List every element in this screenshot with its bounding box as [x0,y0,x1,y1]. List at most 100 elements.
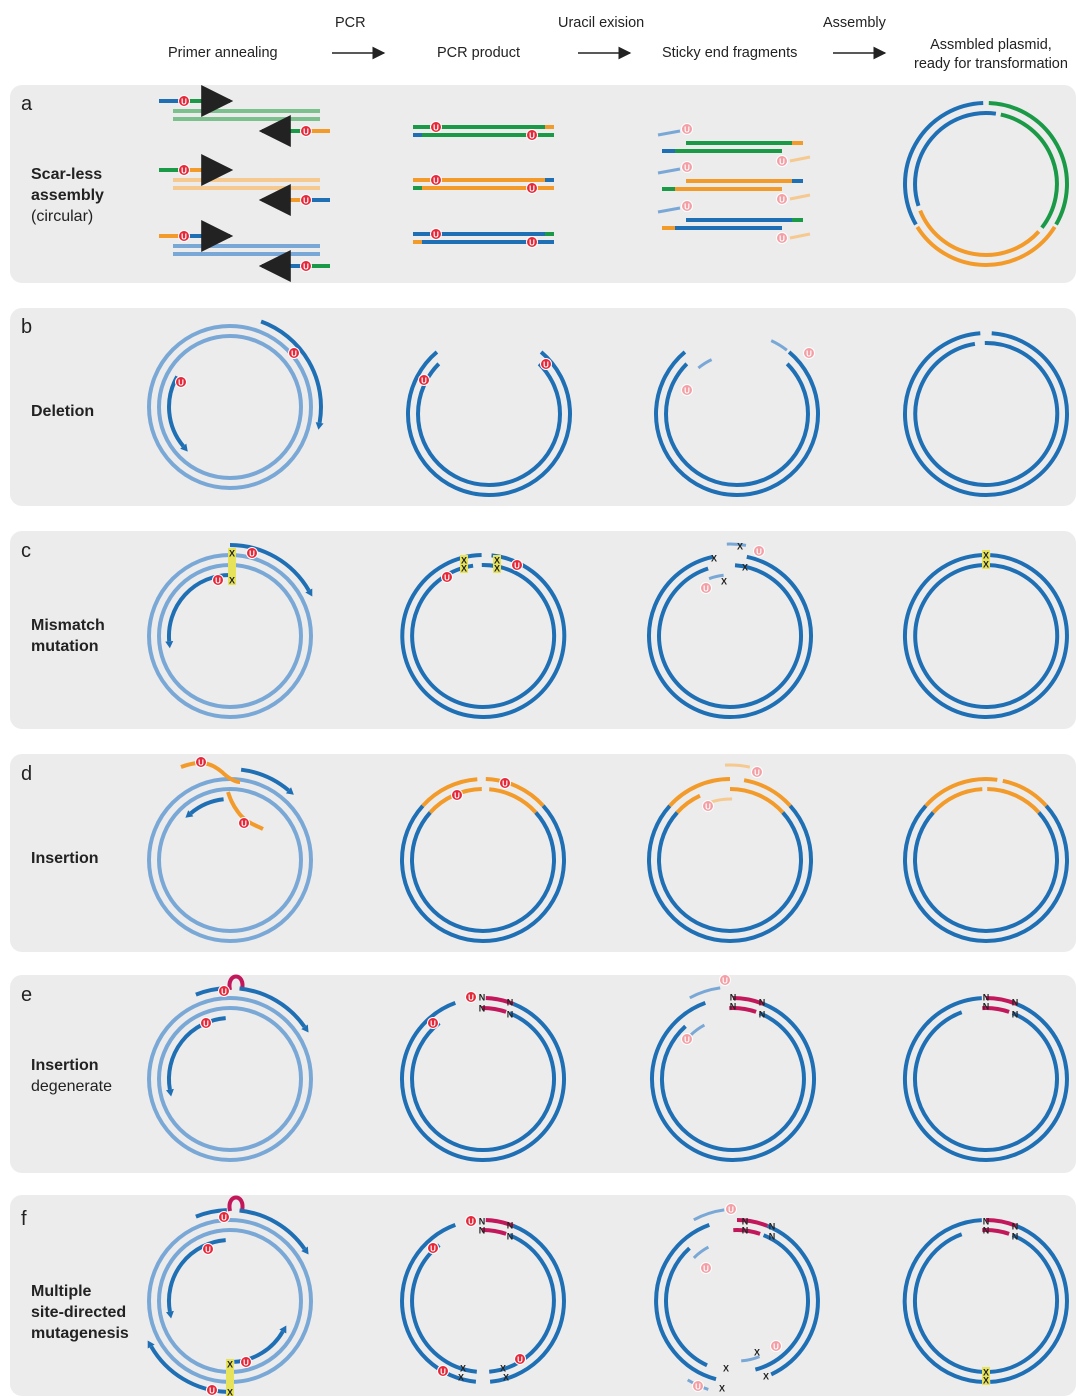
uracil-label: U [303,263,309,272]
d-primer-rev-uracil: U [238,817,250,829]
c-sticky-x-3: X [742,563,748,573]
e-pcr-uracil-2: U [427,1017,439,1029]
f-annealing-mismatch-bottom: X [227,1388,233,1396]
uracil-label: U [243,1359,249,1368]
f-annealing-mismatch-top: X [227,1360,233,1370]
uracil-label: U [703,1265,709,1274]
panel-title-f: Multiple site-directed mutagenesis [31,1281,129,1344]
strand-arrowhead [165,1310,174,1319]
f-pcr-x-4: X [503,1373,509,1383]
strand-arrowhead [279,1325,287,1334]
uracil-label: U [728,1206,734,1215]
d-pcr-uracil-2: U [451,789,463,801]
e-annealing-template-outer [147,996,313,1162]
panel-c [10,531,1076,729]
uracil-label: U [303,128,309,137]
a-sticky-orange-excised-uracil-right: U [776,193,788,205]
a-plasmid-outer-orange [915,225,1057,267]
e-primer-hairpin [227,974,245,991]
uracil-circle [681,161,693,173]
f-annealing-template-outer [147,1218,313,1384]
panel-title-a-line2: assembly [31,187,104,204]
c-annealing-mismatch-top: X [229,549,235,559]
e-annealing-template-inner [157,1006,303,1152]
uracil-circle [418,374,430,386]
uracil-circle [499,777,511,789]
uracil-circle [803,347,815,359]
strand-arrowhead [165,1088,174,1097]
b-sticky-outer [654,350,820,497]
d-pcr-inner-blue [410,811,556,933]
uracil-circle [465,991,477,1003]
mismatch-highlight [493,555,501,573]
transition-assembly: Assembly [823,15,886,31]
f-sticky-inner-right [754,1233,810,1372]
uracil-label: U [433,231,439,240]
strand-arrowhead [301,1246,309,1255]
a-blue-primer-rev-uracil: U [300,260,312,272]
f-primer-rev-uracil: U [202,1243,214,1255]
d-sticky-uracil-1: U [751,766,763,778]
f-sticky-uracil-4: U [692,1380,704,1392]
e-assembled-n-right-bottom: N [1012,1010,1019,1020]
a-pcr-blue-uracil-1: U [430,228,442,240]
e-sticky-n-right-bottom: N [759,1010,766,1020]
uracil-circle [526,236,538,248]
e-pcr-n-right-top: N [507,998,514,1008]
strand-arrowhead [185,810,194,818]
f-annealing-template-inner [157,1228,303,1374]
panel-letter-f: f [21,1208,27,1230]
strand-arrowhead [180,443,188,452]
panel-title-d: Insertion [31,848,99,869]
uracil-circle [692,1380,704,1392]
b-pcr-uracil-1: U [540,358,552,370]
uracil-label: U [430,1020,436,1029]
d-sticky-inner-blue [657,811,803,933]
uracil-circle [776,193,788,205]
uracil-circle [178,164,190,176]
f-assembled-inner-right [988,1233,1060,1374]
c-sticky-outer [647,554,813,720]
c-sticky-x-2: X [737,542,743,552]
step-pcr-product: PCR product [437,45,521,61]
e-assembled-outer [902,996,1069,1162]
uracil-circle [212,574,224,586]
b-annealing-template-inner [157,334,303,480]
panel-title-e-sub: degenerate [31,1078,112,1095]
uracil-circle [218,1211,230,1223]
e-sticky-degenerate-outer [732,996,765,1006]
d-pcr-uracil-1: U [499,777,511,789]
c-pcr-uracil-1: U [511,559,523,571]
e-sticky-outer [650,1001,816,1163]
c-pcr-inner [410,562,557,709]
e-primer-rev [166,1016,226,1090]
uracil-circle [240,1356,252,1368]
d-sticky-outer-orange-l [668,777,731,808]
b-assembled-outer [903,331,1069,497]
a-sticky-green-excised-left [657,129,681,137]
e-pcr-uracil-1: U [465,991,477,1003]
d-pcr-outer-orange-r [485,777,545,808]
uracil-label: U [205,1246,211,1255]
d-sticky-inner-orange-r [729,787,785,814]
f-assembled-mismatch-bottom: X [983,1376,989,1386]
uracil-label: U [249,550,255,559]
a-plasmid-outer-blue [903,101,984,226]
f-primer-fwd-left [195,1208,227,1219]
uracil-circle [427,1017,439,1029]
f-assembled-n-right-top: N [1012,1222,1019,1232]
f-pcr-uracil-1: U [465,1215,477,1227]
uracil-label: U [773,1343,779,1352]
a-sticky-blue-excised-uracil-right: U [776,232,788,244]
a-sticky-green-excised-uracil-right: U [776,155,788,167]
f-bottom-uracil-1: U [240,1356,252,1368]
d-primer-fwd [240,767,290,792]
d-pcr-outer-orange-l [421,777,478,808]
panel-title-e-line1: Insertion [31,1057,99,1074]
strand-arrowhead [315,422,324,430]
f-sticky-x-2: X [763,1372,769,1382]
uracil-circle [430,228,442,240]
uracil-circle [437,1365,449,1377]
panel-title-b: Deletion [31,401,94,422]
a-sticky-blue-excised-left [657,206,681,214]
